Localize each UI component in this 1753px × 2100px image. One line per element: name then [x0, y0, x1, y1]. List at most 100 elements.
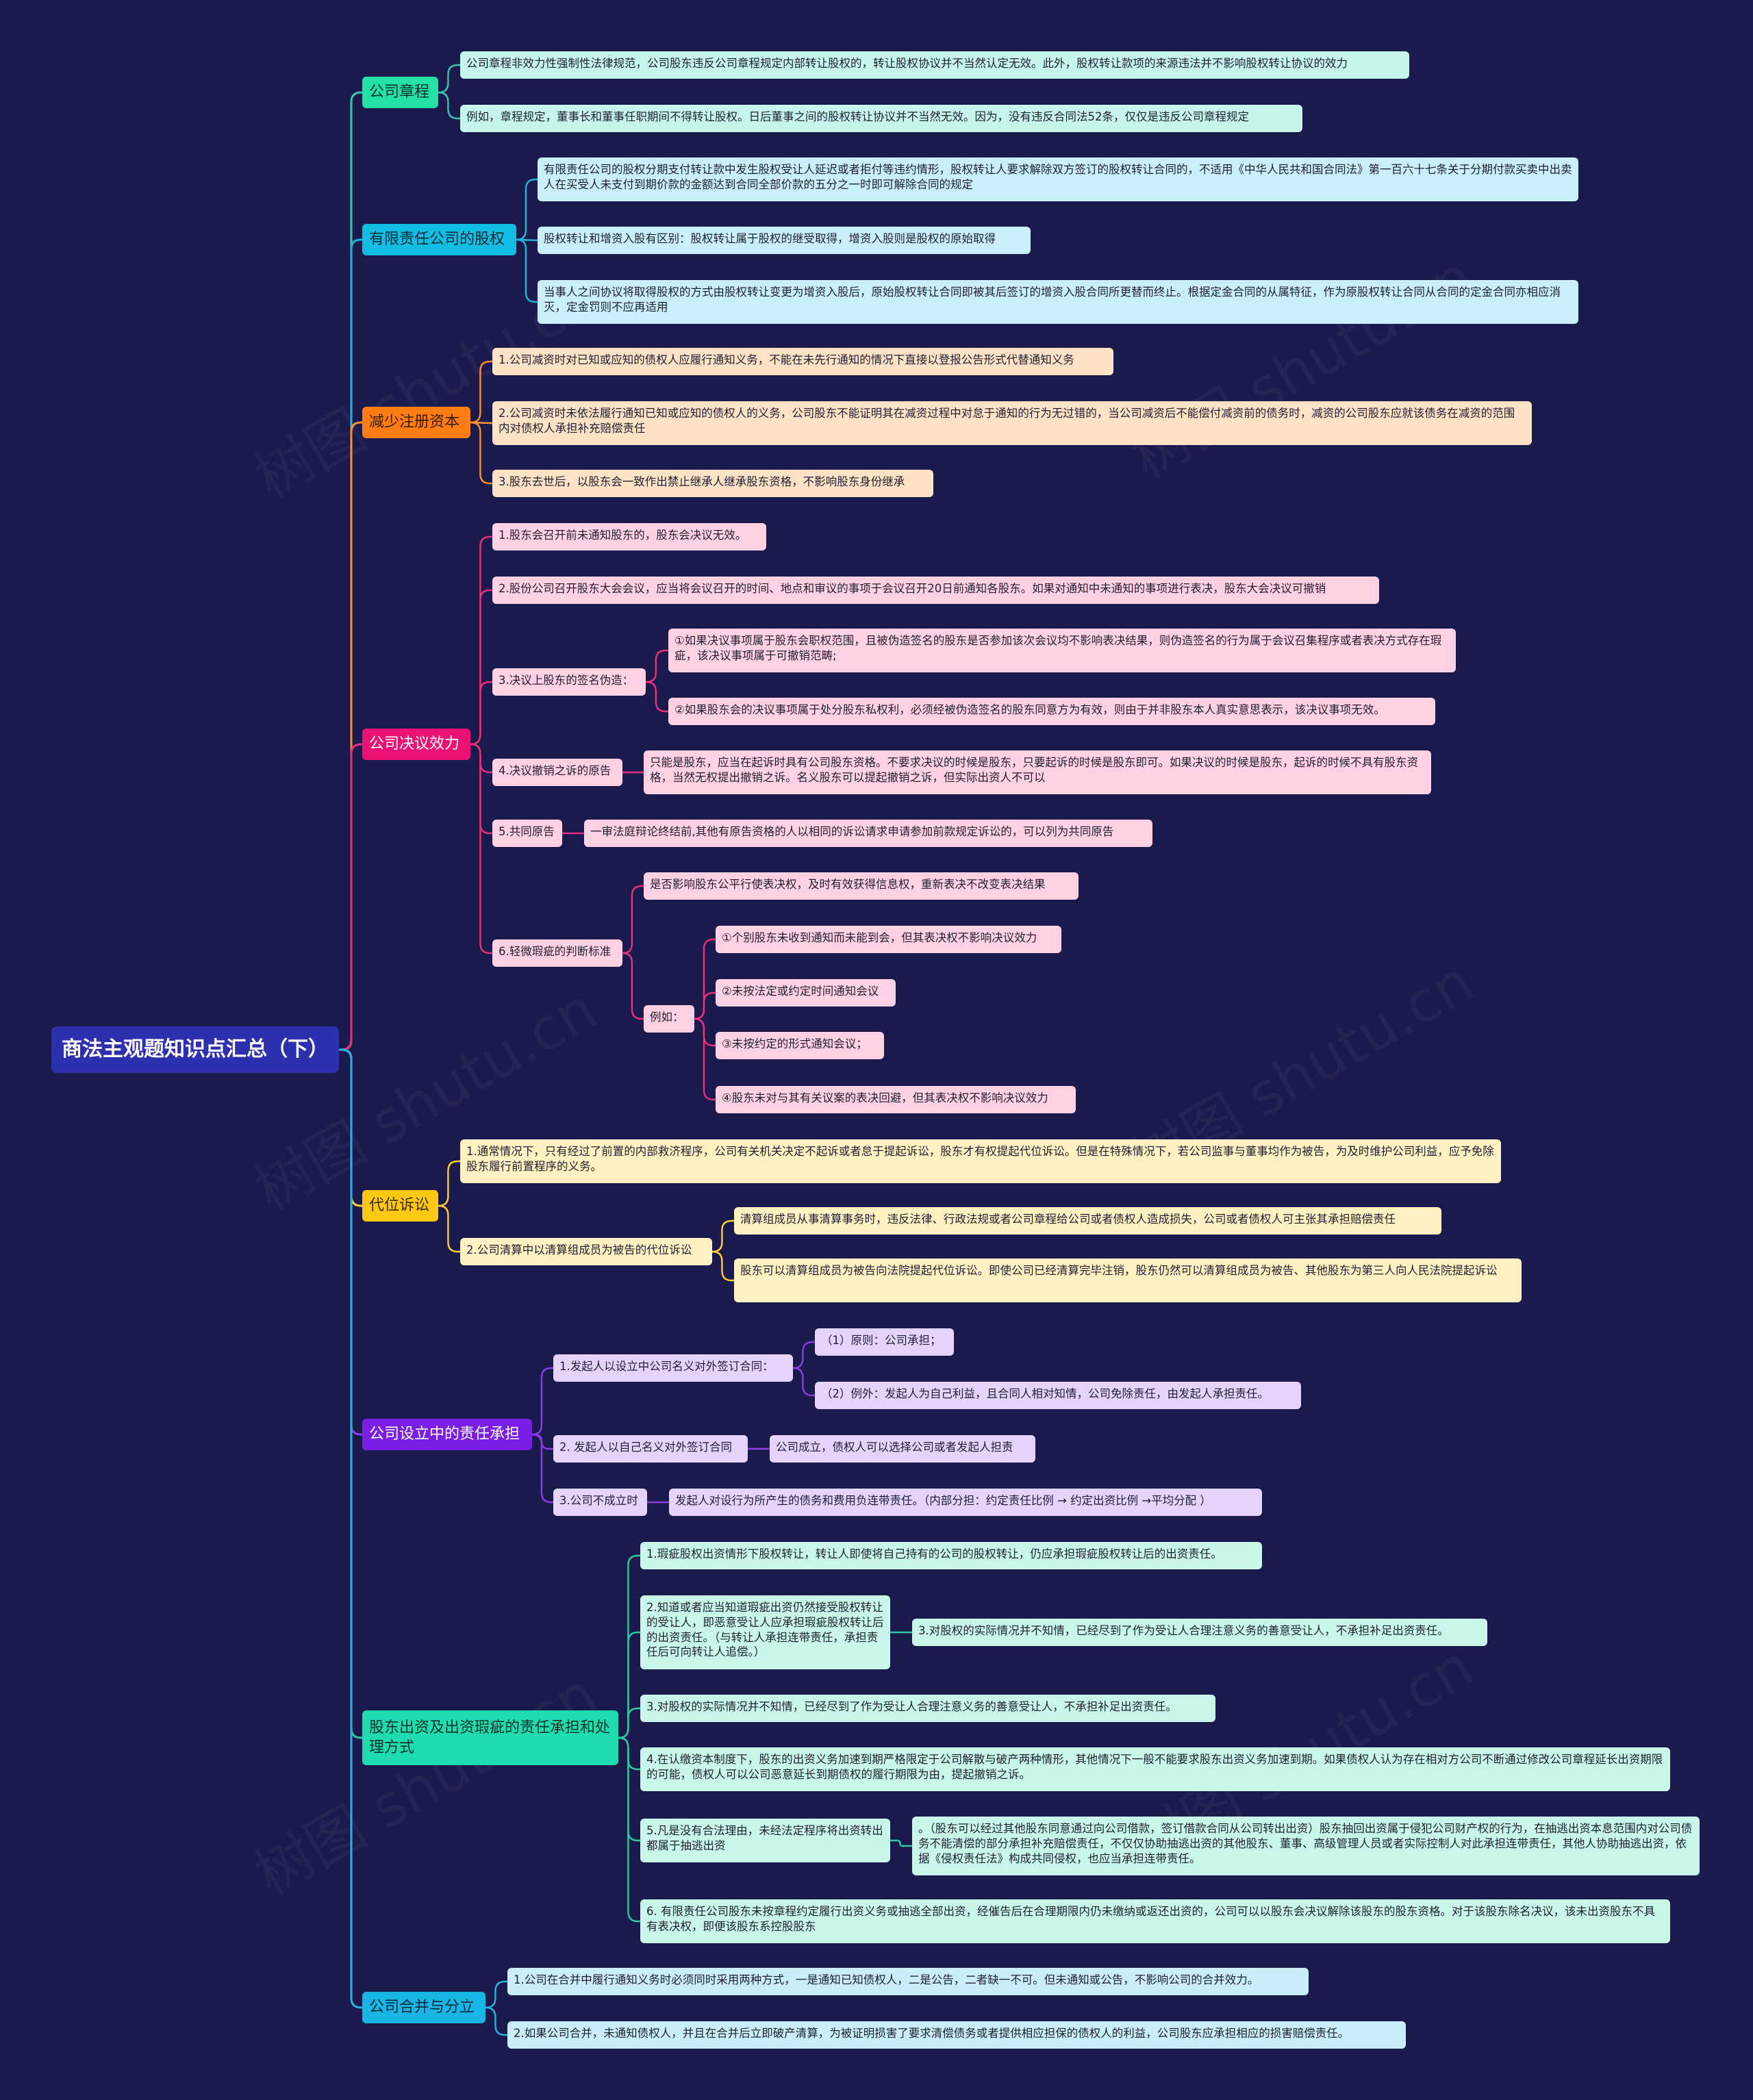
connector-line	[516, 238, 538, 303]
connector-line	[438, 64, 460, 94]
leaf-node[interactable]: 1.股东会召开前未通知股东的，股东会决议无效。	[492, 523, 766, 551]
leaf-node[interactable]: ②未按法定或约定时间通知会议	[716, 979, 896, 1007]
leaf-node[interactable]: 1.公司减资时对已知或应知的债权人应履行通知义务，不能在未先行通知的情况下直接以…	[492, 348, 1113, 375]
connector-line	[532, 1433, 553, 1450]
watermark: 树图 shutu.cn	[238, 1649, 609, 1912]
connector-line	[622, 885, 644, 954]
leaf-node[interactable]: 3.对股权的实际情况并不知情，已经尽到了作为受让人合理注意义务的善意受让人，不承…	[912, 1619, 1487, 1646]
connector-line	[531, 1367, 553, 1436]
connector-line	[531, 1433, 553, 1504]
leaf-node[interactable]: 6.轻微瑕疵的判断标准	[492, 939, 622, 967]
connector-line	[890, 1839, 912, 1847]
leaf-node[interactable]: 。（股东可以经过其他股东同意通过向公司借款，签订借款合同从公司转出出资）股东抽回…	[912, 1817, 1700, 1875]
leaf-node[interactable]: 2.公司减资时未依法履行通知已知或应知的债权人的义务，公司股东不能证明其在减资过…	[492, 401, 1532, 445]
leaf-node[interactable]: 例如：	[644, 1005, 694, 1033]
leaf-node[interactable]: 一审法庭辩论终结前,其他有原告资格的人以相同的诉讼请求申请参加前款规定诉讼的，可…	[584, 820, 1152, 847]
connector-line	[712, 1219, 734, 1253]
branch-merger-division[interactable]: 公司合并与分立	[362, 1992, 485, 2023]
leaf-node[interactable]: 5.共同原告	[492, 820, 562, 847]
leaf-node[interactable]: 1.通常情况下，只有经过了前置的内部救济程序，公司有关机关决定不起诉或者怠于提起…	[460, 1139, 1501, 1183]
connector-line	[438, 91, 460, 120]
leaf-node[interactable]: 发起人对设行为所产生的债务和费用负连带责任。（内部分担：约定责任比例 → 约定出…	[669, 1489, 1262, 1516]
leaf-node[interactable]: （2）例外：发起人为自己利益，且合同人相对知情，公司免除责任，由发起人承担责任。	[815, 1382, 1301, 1409]
leaf-node[interactable]: （1）原则：公司承担；	[815, 1328, 954, 1356]
leaf-node[interactable]: 2.公司清算中以清算组成员为被告的代位诉讼	[460, 1238, 712, 1265]
leaf-node[interactable]: 4.在认缴资本制度下，股东的出资义务加速到期严格限定于公司解散与破产两种情形，其…	[640, 1747, 1670, 1791]
connector-line	[470, 589, 492, 746]
connector-line	[516, 178, 538, 241]
connector-line	[470, 421, 493, 425]
leaf-node[interactable]: 是否影响股东公平行使表决权，及时有效获得信息权，重新表决不改变表决结果	[644, 872, 1079, 900]
branch-resolution-validity[interactable]: 公司决议效力	[362, 729, 470, 760]
leaf-node[interactable]: 股权转让和增资入股有区别：股权转让属于股权的继受取得，增资入股则是股权的原始取得	[538, 227, 1031, 254]
branch-company-charter[interactable]: 公司章程	[362, 77, 438, 108]
leaf-node[interactable]: ④股东未对与其有关议案的表决回避，但其表决权不影响决议效力	[716, 1086, 1076, 1113]
connector-line	[470, 681, 492, 746]
connector-line	[618, 1707, 640, 1739]
connector-line	[470, 743, 492, 835]
connector-line	[339, 91, 362, 1051]
connector-line	[618, 1554, 640, 1739]
leaf-node[interactable]: 例如，章程规定，董事长和董事任职期间不得转让股权。日后董事之间的股权转让协议并不…	[460, 105, 1302, 132]
leaf-node[interactable]: 3.股东去世后，以股东会一致作出禁止继承人继承股东资格，不影响股东身份继承	[492, 470, 933, 497]
connector-line	[339, 238, 362, 1051]
leaf-node[interactable]: 4.决议撤销之诉的原告	[492, 759, 622, 786]
connector-line	[470, 743, 492, 954]
leaf-node[interactable]: 2.股份公司召开股东大会会议，应当将会议召开的时间、地点和审议的事项于会议召开2…	[492, 577, 1379, 604]
leaf-node[interactable]: 当事人之间协议将取得股权的方式由股权转让变更为增资入股后，原始股权转让合同即被其…	[538, 280, 1578, 324]
branch-capital-reduction[interactable]: 减少注册资本	[362, 407, 470, 438]
connector-line	[339, 1048, 362, 1739]
connector-line	[339, 1048, 362, 1207]
leaf-node[interactable]: 6. 有限责任公司股东未按章程约定履行出资义务或抽逃全部出资，经催告后在合理期限…	[640, 1899, 1670, 1943]
leaf-node[interactable]: ③未按约定的形式通知会议；	[716, 1032, 884, 1059]
connector-line	[485, 1980, 507, 2009]
connector-line	[339, 421, 362, 1051]
leaf-node[interactable]: 3.决议上股东的签名伪造：	[492, 668, 646, 696]
connector-line	[470, 360, 492, 424]
connector-line	[470, 743, 492, 774]
leaf-node[interactable]: 清算组成员从事清算事务时，违反法律、行政法规或者公司章程给公司或者债权人造成损失…	[734, 1207, 1441, 1235]
connector-line	[618, 1631, 640, 1739]
leaf-node[interactable]: 公司成立，债权人可以选择公司或者发起人担责	[770, 1435, 1035, 1463]
connector-line	[793, 1367, 815, 1397]
connector-line	[712, 1250, 734, 1282]
connector-line	[793, 1341, 815, 1369]
leaf-node[interactable]: 1.瑕疵股权出资情形下股权转让，转让人即使将自己持有的公司的股权转让，仍应承担瑕…	[640, 1542, 1262, 1569]
leaf-node[interactable]: 3.对股权的实际情况并不知情，已经尽到了作为受让人合理注意义务的善意受让人，不承…	[640, 1695, 1215, 1722]
connector-line	[618, 1736, 640, 1923]
root-topic[interactable]: 商法主观题知识点汇总（下）	[51, 1026, 339, 1073]
connector-line	[646, 649, 668, 683]
branch-derivative-suit[interactable]: 代位诉讼	[362, 1190, 438, 1222]
connector-line	[438, 1204, 460, 1253]
leaf-node[interactable]: 1.公司在合并中履行通知义务时必须同时采用两种方式，一是通知已知债权人，二是公告…	[507, 1968, 1309, 1995]
connector-line	[694, 991, 716, 1020]
branch-capital-contribution[interactable]: 股东出资及出资瑕疵的责任承担和处理方式	[362, 1710, 618, 1765]
watermark: 树图 shutu.cn	[1114, 232, 1486, 494]
connector-line	[622, 952, 644, 1020]
leaf-node[interactable]: 只能是股东，应当在起诉时具有公司股东资格。不要求决议的时候是股东，只要起诉的时候…	[644, 750, 1431, 794]
leaf-node[interactable]: 2.知道或者应当知道瑕疵出资仍然接受股权转让的受让人，即恶意受让人应承担瑕疵股权…	[640, 1595, 890, 1669]
leaf-node[interactable]: 2.如果公司合并，未通知债权人，并且在合并后立即破产清算，为被证明损害了要求清偿…	[507, 2021, 1406, 2049]
leaf-node[interactable]: 5.凡是没有合法理由，未经法定程序将出资转出都属于抽逃出资	[640, 1819, 890, 1862]
leaf-node[interactable]: 1.发起人以设立中公司名义对外签订合同：	[553, 1354, 793, 1382]
leaf-node[interactable]: 3.公司不成立时	[553, 1489, 647, 1516]
leaf-node[interactable]: 有限责任公司的股权分期支付转让款中发生股权受让人延迟或者拒付等违约情形，股权转让…	[538, 157, 1578, 201]
connector-line	[339, 1048, 362, 2009]
connector-line	[438, 1160, 460, 1207]
connector-line	[618, 1736, 640, 1842]
connector-line	[470, 421, 492, 485]
connector-line	[339, 1048, 362, 1436]
leaf-node[interactable]: 股东可以清算组成员为被告向法院提起代位诉讼。即使公司已经清算完毕注销，股东仍然可…	[734, 1258, 1522, 1302]
connector-line	[339, 743, 362, 1051]
leaf-node[interactable]: 公司章程非效力性强制性法律规范，公司股东违反公司章程规定内部转让股权的，转让股权…	[460, 51, 1409, 79]
watermark: 树图 shutu.cn	[238, 965, 609, 1227]
connector-line	[694, 1017, 716, 1047]
branch-incorporation-liability[interactable]: 公司设立中的责任承担	[362, 1419, 532, 1450]
connector-line	[618, 1736, 640, 1771]
leaf-node[interactable]: ①个别股东未收到通知而未能到会，但其表决权不影响决议效力	[716, 926, 1061, 953]
branch-llc-equity[interactable]: 有限责任公司的股权	[362, 224, 516, 255]
connector-line	[694, 938, 716, 1020]
leaf-node[interactable]: ②如果股东会的决议事项属于处分股东私权利，必须经被伪造签名的股东同意方为有效，则…	[668, 698, 1435, 725]
leaf-node[interactable]: 2. 发起人以自己名义对外签订合同	[553, 1435, 748, 1463]
leaf-node[interactable]: ①如果决议事项属于股东会职权范围，且被伪造签名的股东是否参加该次会议均不影响表决…	[668, 629, 1456, 672]
